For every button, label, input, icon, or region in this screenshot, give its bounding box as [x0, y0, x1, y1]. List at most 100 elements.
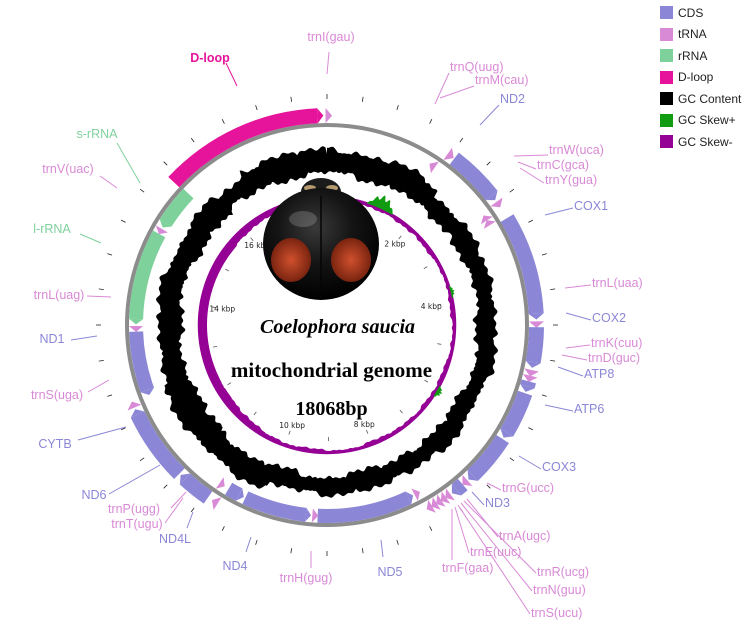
- label-cox1: COX1: [574, 199, 608, 213]
- label-trnvuac: trnV(uac): [42, 162, 93, 176]
- label-s-rrna: s-rRNA: [77, 127, 119, 141]
- label-nd2: ND2: [500, 92, 525, 106]
- leader-cox1: [545, 208, 573, 215]
- leader-cytb: [78, 427, 126, 440]
- outer-tick: [397, 105, 399, 110]
- scale-label: 8 kbp: [354, 420, 375, 429]
- legend-swatch-gc-content: [660, 92, 673, 105]
- label-trnmcau: trnM(cau): [475, 73, 528, 87]
- scale-label: 14 kbp: [209, 305, 235, 314]
- outer-tick: [291, 548, 292, 553]
- leader-nd5: [381, 540, 383, 557]
- leader-trnluag: [87, 296, 111, 297]
- scale-label: 10 kbp: [279, 421, 305, 430]
- outer-tick: [550, 289, 555, 290]
- legend-item-gc-skew-minus: GC Skew-: [660, 131, 750, 153]
- outer-tick: [430, 119, 432, 123]
- outer-tick: [99, 289, 104, 290]
- leader-trngucc: [487, 483, 501, 490]
- leader-trnvuac: [100, 176, 117, 188]
- legend-label-dloop: D-loop: [678, 70, 713, 84]
- outer-tick: [542, 395, 547, 397]
- label-trnwuca: trnW(uca): [549, 143, 604, 157]
- leader-trneuuc: [455, 507, 469, 553]
- label-l-rrna: l-rRNA: [33, 222, 71, 236]
- leader-trnsucu: [458, 505, 530, 614]
- outer-tick: [528, 428, 532, 430]
- outer-tick: [121, 220, 125, 222]
- leader-cox3: [519, 456, 541, 469]
- legend-item-rrna: rRNA: [660, 45, 750, 67]
- label-trngucc: trnG(ucc): [502, 481, 554, 495]
- label-trnquug: trnQ(uug): [450, 60, 504, 74]
- outer-tick: [460, 138, 463, 142]
- leader-trntugu: [165, 498, 183, 523]
- beetle-photo: [258, 174, 384, 307]
- legend-swatch-cds: [660, 6, 673, 19]
- leader-trnluaa: [565, 285, 591, 288]
- feature-trnhgug: [312, 508, 319, 522]
- legend-item-cds: CDS: [660, 2, 750, 24]
- label-cytb: CYTB: [38, 437, 71, 451]
- legend: CDS tRNA rRNA D-loop GC Content GC Skew+…: [660, 2, 750, 153]
- feature-trnpugg: [216, 477, 225, 489]
- leader-trnpugg: [171, 492, 186, 508]
- label-trnrucg: trnR(ucg): [537, 565, 589, 579]
- label-trnhgug: trnH(gug): [280, 571, 333, 585]
- legend-item-trna: tRNA: [660, 24, 750, 46]
- outer-tick: [256, 540, 258, 545]
- outer-tick: [140, 458, 144, 461]
- outer-tick: [528, 220, 532, 222]
- label-d-loop: D-loop: [190, 51, 230, 65]
- legend-label-cds: CDS: [678, 6, 703, 20]
- legend-swatch-dloop: [660, 71, 673, 84]
- legend-label-gc-content: GC Content: [678, 92, 741, 106]
- leader-trnkcuu: [566, 345, 590, 348]
- label-trnnguu: trnN(guu): [533, 583, 586, 597]
- feature-trnmcau: [443, 148, 453, 160]
- outer-tick: [191, 138, 194, 142]
- outer-tick: [107, 395, 112, 397]
- leader-nd4l: [187, 512, 193, 528]
- leader-d-loop: [226, 63, 237, 86]
- leader-trnquug: [435, 73, 449, 104]
- legend-item-gc-content: GC Content: [660, 88, 750, 110]
- outer-tick: [510, 458, 514, 461]
- label-trneuuc: trnE(uuc): [470, 545, 521, 559]
- outer-tick: [362, 548, 363, 553]
- outer-tick: [107, 254, 112, 256]
- outer-tick: [362, 97, 363, 102]
- leader-trnmcau: [440, 86, 474, 98]
- feature-nd2: [450, 153, 498, 200]
- leader-nd2: [480, 105, 499, 125]
- feature-trnigau: [325, 108, 332, 123]
- label-trntugu: trnT(ugu): [111, 517, 162, 531]
- outer-tick: [397, 540, 399, 545]
- label-cox3: COX3: [542, 460, 576, 474]
- leader-s-rrna: [117, 143, 140, 183]
- leader-trnigau: [327, 52, 329, 74]
- label-trncgca: trnC(gca): [537, 158, 589, 172]
- leader-nd4: [246, 537, 251, 552]
- species-name: Coelophora saucia: [0, 316, 675, 339]
- label-trnigau: trnI(gau): [307, 30, 354, 44]
- outer-tick: [222, 119, 224, 123]
- label-trnluaa: trnL(uaa): [592, 276, 643, 290]
- label-trnaugc: trnA(ugc): [499, 529, 550, 543]
- legend-label-rrna: rRNA: [678, 49, 707, 63]
- feature-trntugu: [212, 497, 221, 510]
- outer-tick: [164, 162, 168, 166]
- label-trnluag: trnL(uag): [34, 288, 85, 302]
- legend-label-gc-skew-plus: GC Skew+: [678, 113, 736, 127]
- legend-swatch-gc-skew-plus: [660, 114, 673, 127]
- outer-tick: [487, 485, 491, 489]
- legend-label-gc-skew-minus: GC Skew-: [678, 135, 733, 149]
- feature-trnquug: [429, 162, 439, 174]
- outer-tick: [291, 97, 292, 102]
- legend-item-dloop: D-loop: [660, 67, 750, 89]
- feature-trnygua: [484, 220, 496, 229]
- leader-nd6: [109, 465, 160, 494]
- outer-tick: [487, 162, 491, 166]
- outer-tick: [140, 189, 144, 192]
